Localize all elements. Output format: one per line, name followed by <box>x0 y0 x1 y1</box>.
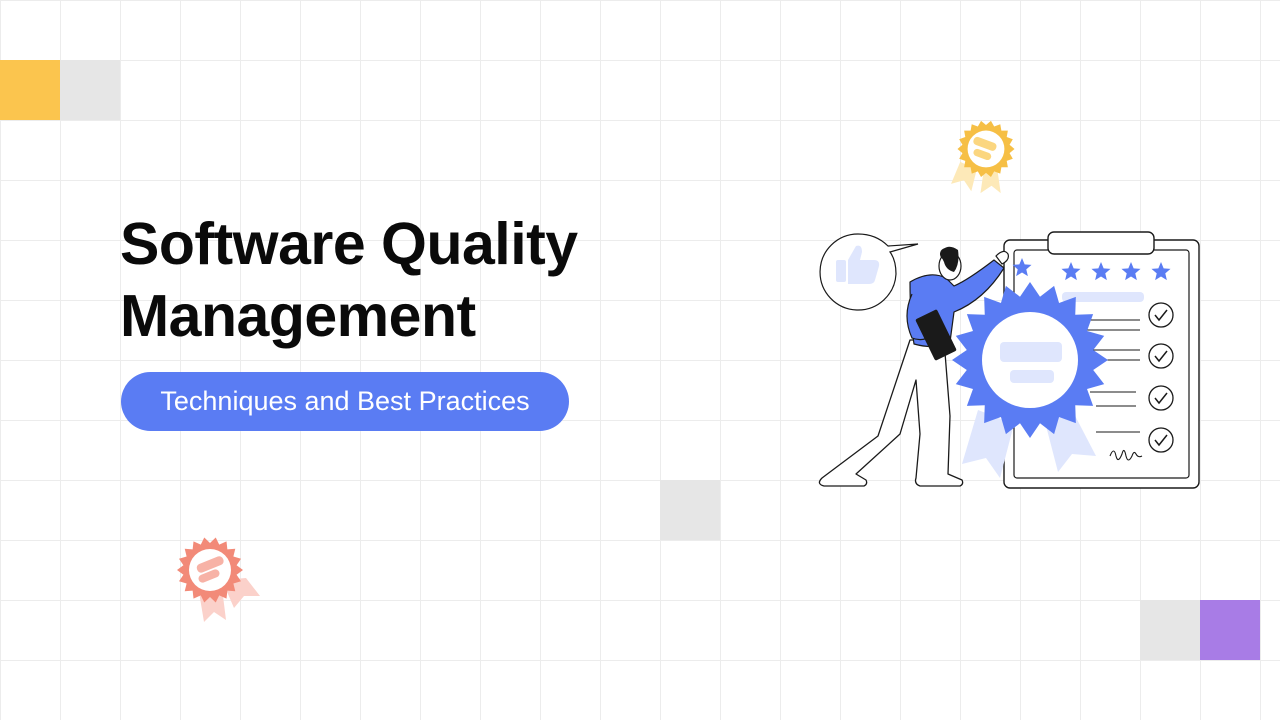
checkmark-list <box>1148 302 1174 453</box>
star-icon <box>1151 262 1171 281</box>
decorative-tile-gray <box>60 60 120 120</box>
star-icon <box>1061 262 1081 281</box>
thumbs-up-icon <box>836 245 880 284</box>
star-rating <box>1012 258 1171 281</box>
award-ribbon-icon <box>177 537 260 622</box>
star-icon <box>1091 262 1111 281</box>
decorative-tile-gray <box>660 480 720 540</box>
page-title: Software Quality Management <box>120 208 578 352</box>
page-title-line-2: Management <box>120 283 476 349</box>
person-figure <box>818 246 1009 487</box>
checkmark-icon <box>1148 385 1174 411</box>
page-title-line-1: Software Quality <box>120 211 578 277</box>
decorative-tile-yellow <box>0 60 60 120</box>
subtitle-pill: Techniques and Best Practices <box>121 372 569 431</box>
checkmark-icon <box>1148 343 1174 369</box>
award-ribbon-icon <box>951 120 1015 194</box>
award-ribbon-icon <box>952 282 1108 478</box>
subtitle-text: Techniques and Best Practices <box>160 386 530 416</box>
star-icon <box>1121 262 1141 281</box>
quality-illustration <box>818 231 1200 489</box>
star-icon <box>1012 258 1032 277</box>
checkmark-icon <box>1148 302 1174 328</box>
checkmark-icon <box>1148 427 1174 453</box>
decorative-tile-purple <box>1200 600 1260 660</box>
decorative-tile-gray <box>1140 600 1200 660</box>
speech-bubble <box>819 233 919 311</box>
